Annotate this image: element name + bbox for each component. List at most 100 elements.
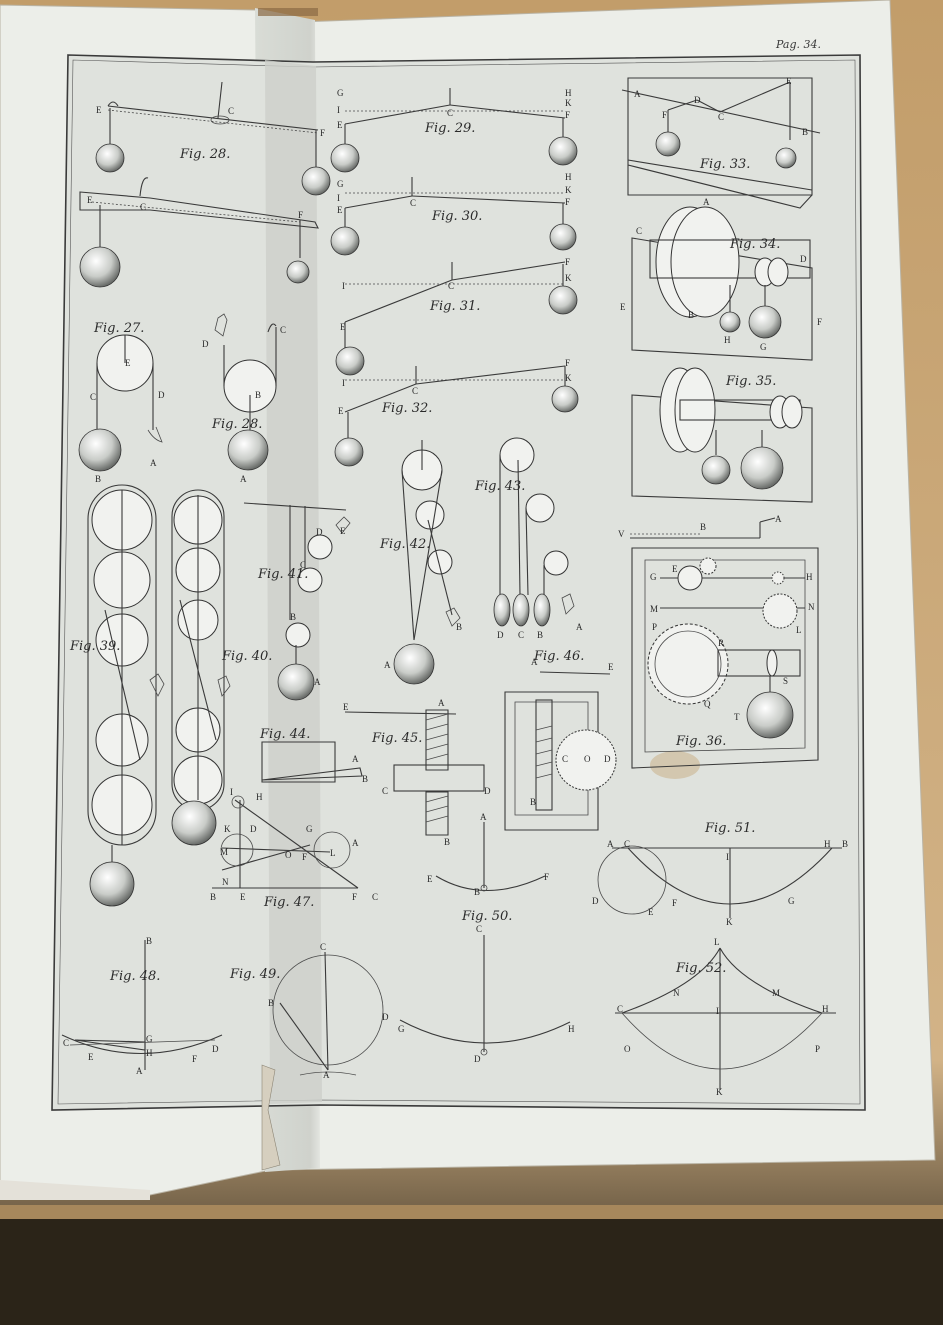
caption-fig27: Fig. 27.	[93, 321, 144, 336]
svg-text:D: D	[474, 1054, 481, 1064]
svg-text:D: D	[800, 254, 807, 264]
caption-fig39: Fig. 39.	[69, 639, 120, 654]
svg-text:D: D	[316, 527, 323, 537]
svg-text:B: B	[210, 892, 216, 902]
svg-text:A: A	[703, 197, 710, 207]
svg-text:E: E	[125, 358, 131, 368]
svg-text:F: F	[565, 110, 570, 120]
caption-fig30: Fig. 30.	[431, 209, 482, 224]
svg-text:A: A	[438, 698, 445, 708]
svg-text:D: D	[592, 896, 599, 906]
svg-text:I: I	[337, 105, 340, 115]
svg-text:K: K	[565, 373, 572, 383]
fig-40-block-tackle: Fig. 40.	[171, 489, 272, 846]
svg-text:I: I	[337, 193, 340, 203]
svg-text:C: C	[412, 386, 418, 396]
svg-text:K: K	[224, 824, 231, 834]
svg-text:E: E	[786, 76, 792, 86]
svg-text:H: H	[724, 335, 731, 345]
caption-fig28b: Fig. 28.	[211, 417, 262, 432]
svg-text:M: M	[220, 847, 228, 857]
svg-text:D: D	[382, 1012, 389, 1022]
svg-text:G: G	[337, 88, 344, 98]
fig-35-axle: Fig. 35.	[631, 367, 813, 503]
svg-text:E: E	[427, 874, 433, 884]
svg-text:Q: Q	[704, 699, 711, 709]
fig-39-block-tackle: Fig. 39.	[69, 484, 165, 907]
svg-text:P: P	[652, 622, 657, 632]
svg-text:F: F	[672, 898, 677, 908]
svg-text:A: A	[314, 677, 321, 687]
svg-text:K: K	[565, 98, 572, 108]
svg-text:E: E	[648, 907, 654, 917]
svg-text:C: C	[140, 202, 146, 212]
caption-fig51: Fig. 51.	[704, 821, 755, 836]
svg-text:E: E	[340, 526, 346, 536]
svg-text:F: F	[320, 128, 325, 138]
svg-text:E: E	[240, 892, 246, 902]
svg-text:C: C	[448, 281, 454, 291]
svg-text:E: E	[340, 322, 346, 332]
svg-text:C: C	[228, 106, 234, 116]
svg-text:A: A	[480, 812, 487, 822]
fig-30-balance: GIE HKF C Fig. 30.	[330, 172, 577, 256]
svg-text:E: E	[672, 564, 678, 574]
svg-text:C: C	[410, 198, 416, 208]
caption-fig46: Fig. 46.	[533, 649, 584, 664]
svg-text:L: L	[714, 937, 720, 947]
svg-text:K: K	[565, 185, 572, 195]
svg-text:B: B	[268, 998, 274, 1008]
svg-text:A: A	[323, 1070, 330, 1080]
caption-fig48: Fig. 48.	[109, 969, 160, 984]
svg-text:A: A	[352, 754, 359, 764]
svg-text:D: D	[212, 1044, 219, 1054]
svg-text:L: L	[330, 848, 336, 858]
svg-text:F: F	[192, 1054, 197, 1064]
svg-text:D: D	[202, 339, 209, 349]
svg-text:H: H	[256, 792, 263, 802]
svg-text:K: K	[726, 917, 733, 927]
svg-text:F: F	[544, 872, 549, 882]
svg-text:E: E	[88, 1052, 94, 1062]
svg-text:A: A	[531, 657, 538, 667]
svg-text:O: O	[584, 754, 591, 764]
svg-text:G: G	[788, 896, 795, 906]
svg-text:C: C	[518, 630, 524, 640]
caption-fig45: Fig. 45.	[371, 731, 422, 746]
svg-text:A: A	[150, 458, 157, 468]
svg-text:F: F	[352, 892, 357, 902]
svg-text:E: E	[338, 406, 344, 416]
svg-text:H: H	[822, 1004, 829, 1014]
svg-text:C: C	[300, 560, 306, 570]
svg-text:H: H	[806, 572, 813, 582]
svg-text:E: E	[337, 205, 343, 215]
svg-text:L: L	[796, 625, 802, 635]
svg-text:M: M	[772, 988, 780, 998]
svg-text:A: A	[352, 838, 359, 848]
svg-text:B: B	[537, 630, 543, 640]
svg-text:C: C	[63, 1038, 69, 1048]
svg-text:N: N	[222, 877, 229, 887]
svg-text:H: H	[568, 1024, 575, 1034]
page-number: Pag. 34.	[775, 38, 821, 51]
svg-text:H: H	[565, 172, 572, 182]
fig-41-pulleys: DCB AE Fig. 41.	[243, 502, 351, 701]
svg-text:B: B	[474, 887, 480, 897]
fig-34-axle: CAB EDF HG Fig. 34.	[620, 197, 822, 361]
svg-text:E: E	[343, 702, 349, 712]
svg-text:B: B	[95, 474, 101, 484]
svg-text:C: C	[636, 226, 642, 236]
svg-text:F: F	[662, 110, 667, 120]
svg-text:C: C	[372, 892, 378, 902]
caption-fig42: Fig. 42.	[379, 537, 430, 552]
svg-text:G: G	[398, 1024, 405, 1034]
svg-text:B: B	[688, 310, 694, 320]
caption-fig35: Fig. 35.	[725, 374, 776, 389]
caption-fig47: Fig. 47.	[263, 895, 314, 910]
svg-text:C: C	[476, 924, 482, 934]
